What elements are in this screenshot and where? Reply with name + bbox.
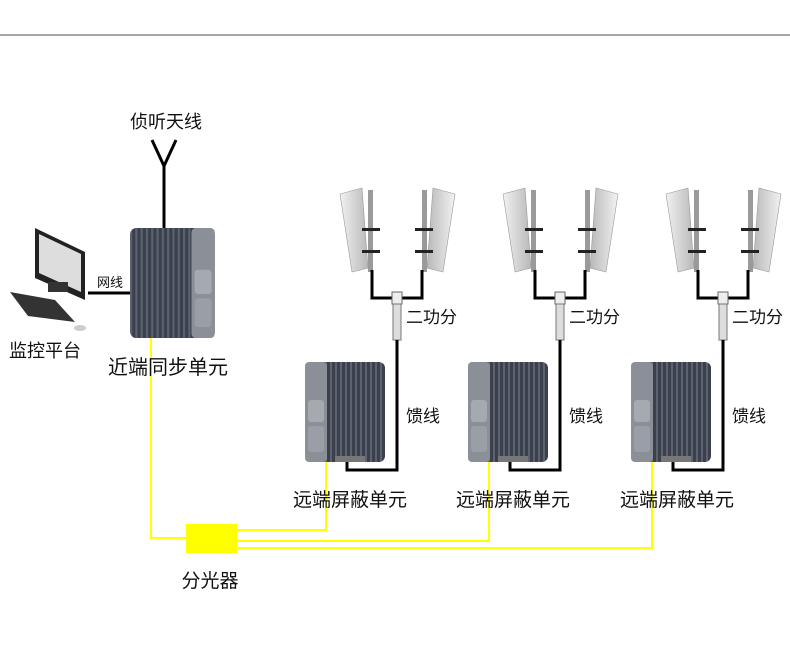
- listen-antenna-icon: [150, 139, 178, 230]
- power-splitter-label: 二功分: [569, 308, 620, 328]
- feeder-label: 馈线: [569, 407, 603, 427]
- network-cable-label: 网线: [97, 276, 123, 291]
- remote-unit-label: 远端屏蔽单元: [620, 489, 734, 511]
- fiber-lines: [150, 338, 653, 549]
- remote-unit-label: 远端屏蔽单元: [293, 489, 407, 511]
- monitor-platform-label: 监控平台: [9, 341, 81, 362]
- optical-splitter-label: 分光器: [181, 570, 238, 592]
- remote-group-2: 二功分 馈线 远端屏蔽单元: [456, 188, 620, 511]
- near-sync-unit-device: [130, 228, 215, 338]
- power-splitter-label: 二功分: [406, 308, 457, 328]
- optical-splitter: [186, 524, 237, 553]
- listen-antenna-label: 侦听天线: [130, 112, 202, 133]
- computer-icon: [10, 228, 86, 331]
- remote-group-1: 二功分 馈线 远端屏蔽单元: [293, 188, 457, 511]
- feeder-label: 馈线: [732, 407, 766, 427]
- remote-unit-label: 远端屏蔽单元: [456, 489, 570, 511]
- near-sync-unit-label: 近端同步单元: [108, 355, 228, 379]
- feeder-label: 馈线: [406, 407, 440, 427]
- power-splitter-label: 二功分: [732, 308, 783, 328]
- remote-group-3: 二功分 馈线 远端屏蔽单元: [620, 188, 783, 511]
